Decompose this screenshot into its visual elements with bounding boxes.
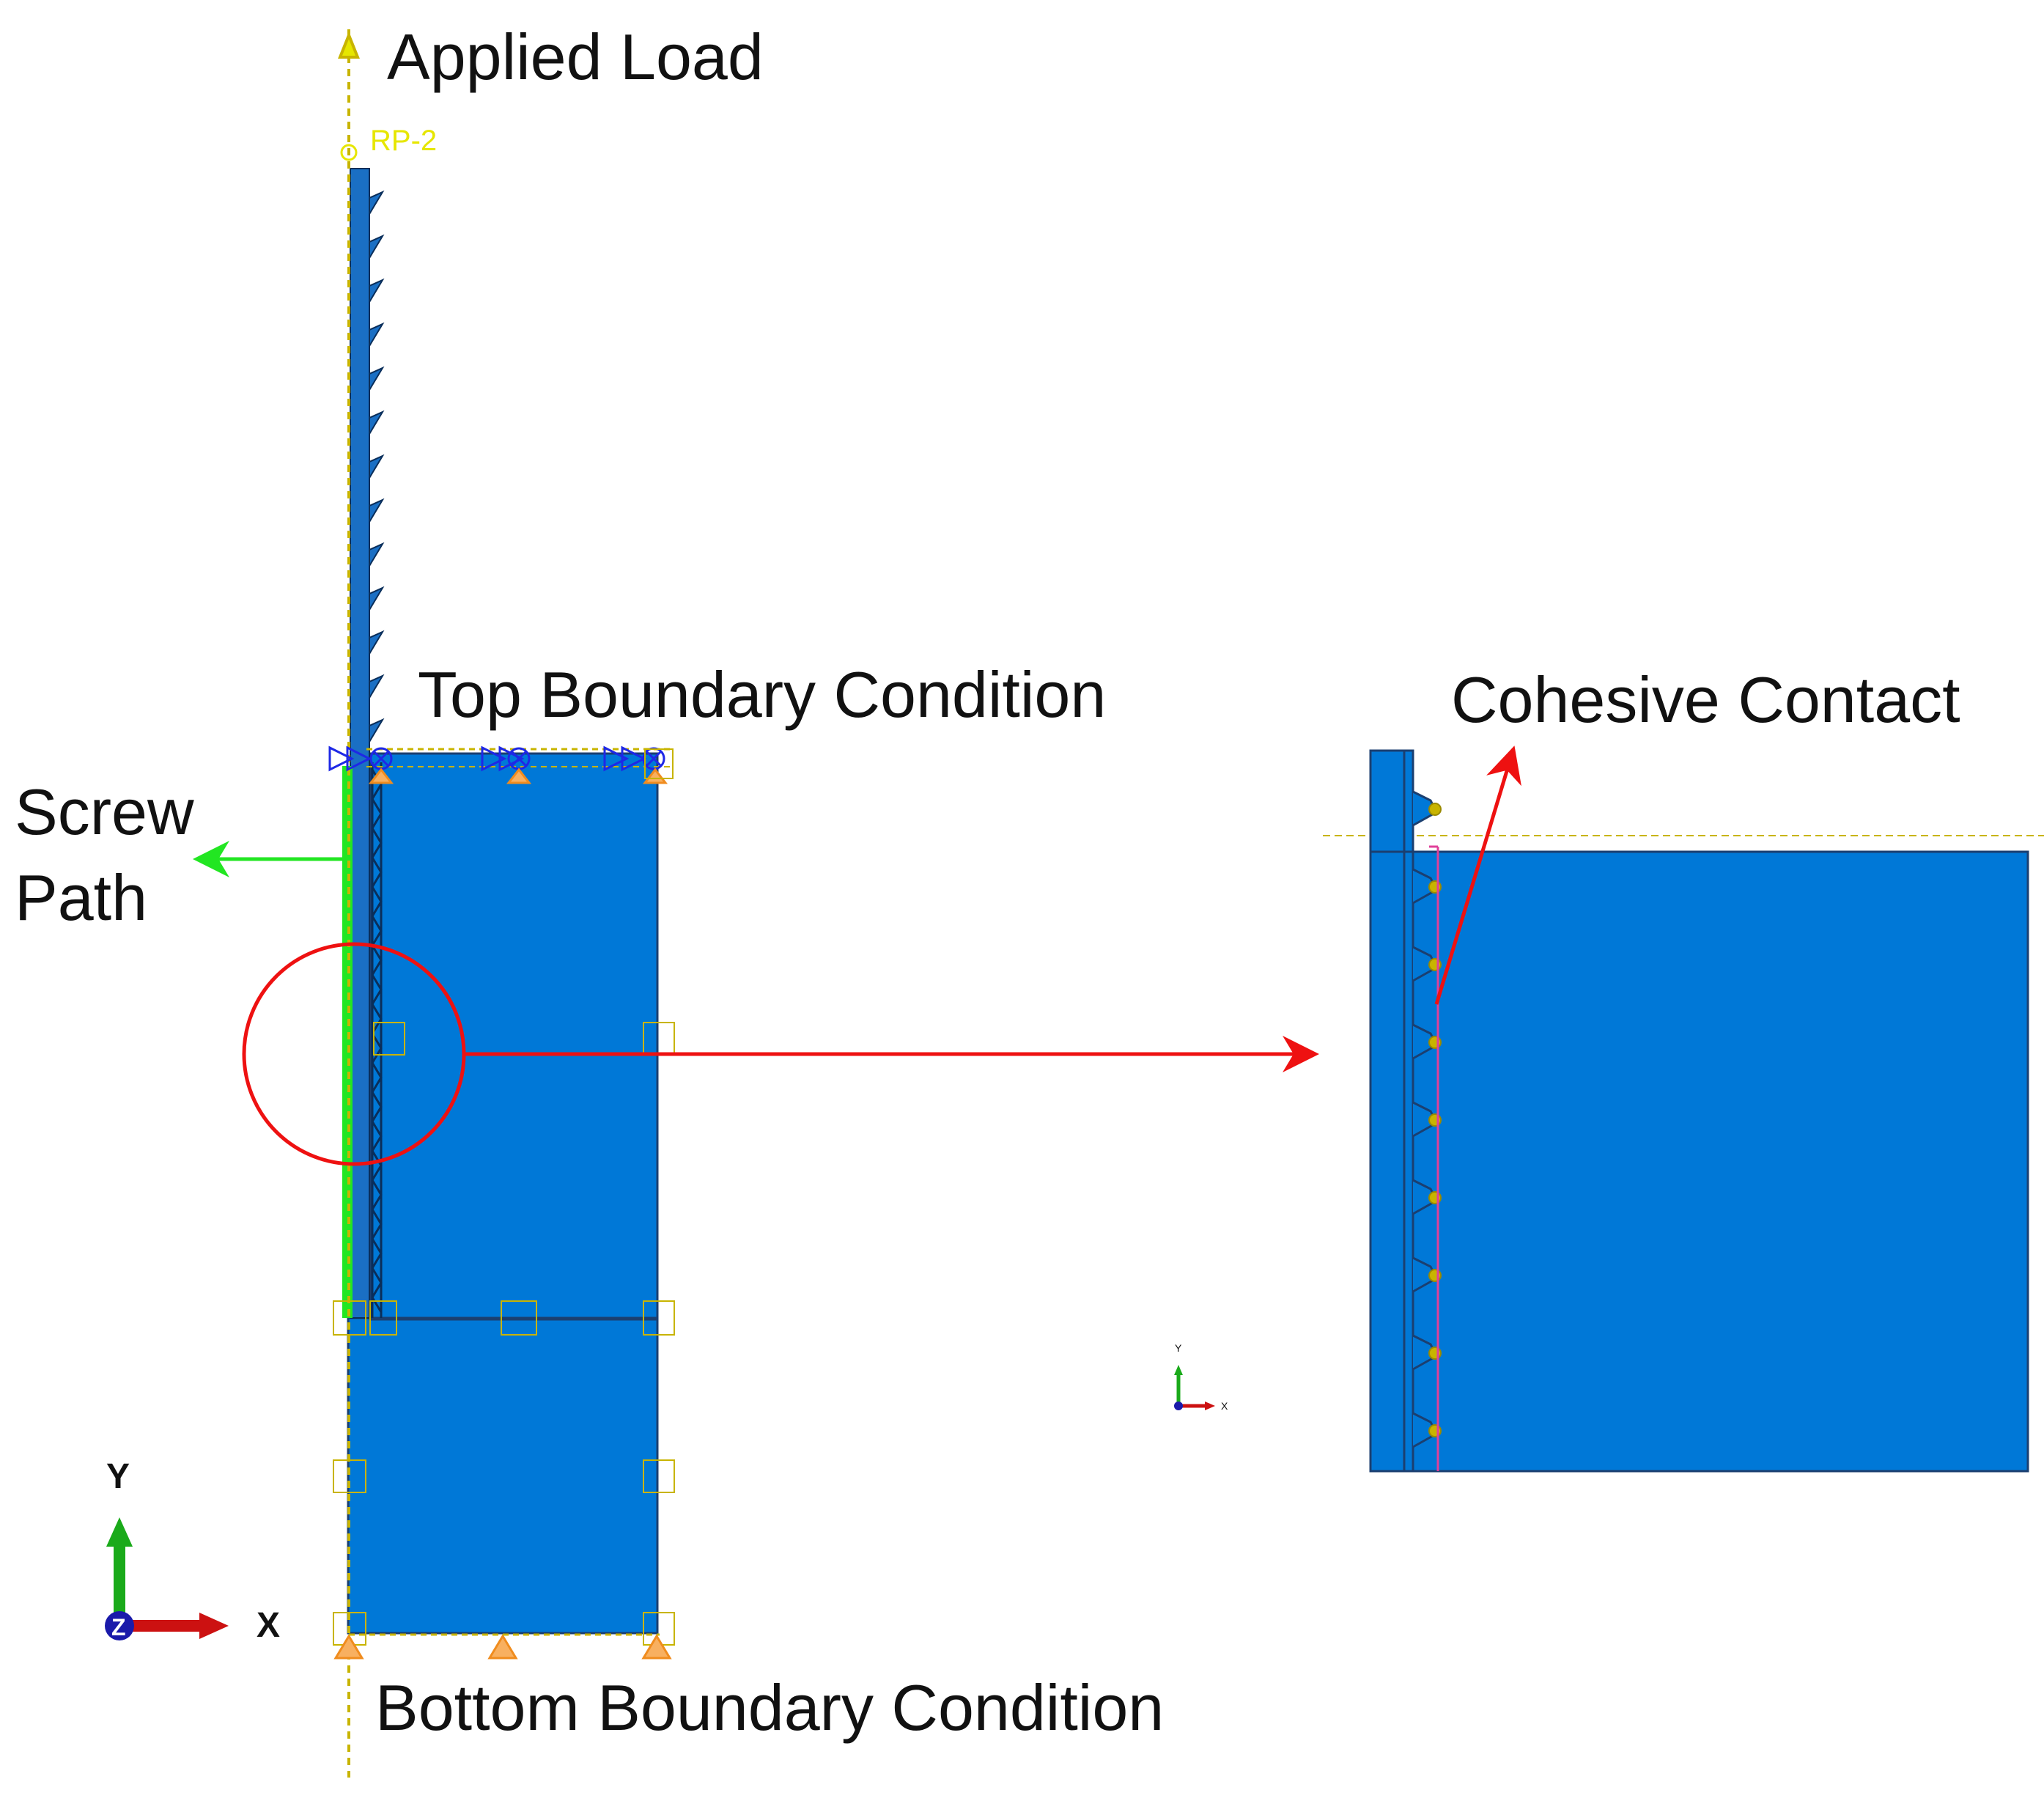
screw-shaft — [350, 168, 370, 1319]
triad-large-x-label: X — [257, 1606, 280, 1645]
triad-large-y-label: Y — [106, 1457, 130, 1496]
axis-triad-large — [105, 1517, 229, 1640]
zoom-member-block — [1409, 850, 2029, 1473]
zoom-threads — [1412, 790, 1438, 1448]
bottom-bc-label: Bottom Boundary Condition — [375, 1671, 1164, 1744]
zoom-screw-shaft — [1369, 749, 1414, 1473]
reference-point-marker — [340, 144, 358, 161]
lower-member-block — [347, 1316, 659, 1635]
triad-small-y-label: Y — [1175, 1342, 1182, 1354]
rp-label: RP-2 — [370, 125, 437, 157]
top-bc-label: Top Boundary Condition — [418, 658, 1106, 731]
axis-triad-small — [1174, 1365, 1215, 1410]
applied-load-marker — [338, 31, 360, 59]
screw-threads — [369, 190, 385, 745]
detail-callout-circle — [242, 942, 466, 1166]
triad-large-z-label: Z — [111, 1614, 126, 1640]
triad-small-x-label: X — [1221, 1400, 1228, 1412]
top-bc-symbols — [328, 745, 674, 784]
upper-member-block — [369, 752, 659, 1321]
cohesive-contact-arrow — [1434, 745, 1521, 1005]
cohesive-contact-label: Cohesive Contact — [1451, 663, 1960, 736]
bottom-bc-symbols — [333, 1634, 672, 1660]
screw-path-label-line1: Screw — [15, 776, 194, 848]
embedded-thread-pattern — [371, 762, 383, 1318]
screw-path-label-line2: Path — [15, 861, 147, 934]
applied-load-label: Applied Load — [387, 21, 764, 93]
